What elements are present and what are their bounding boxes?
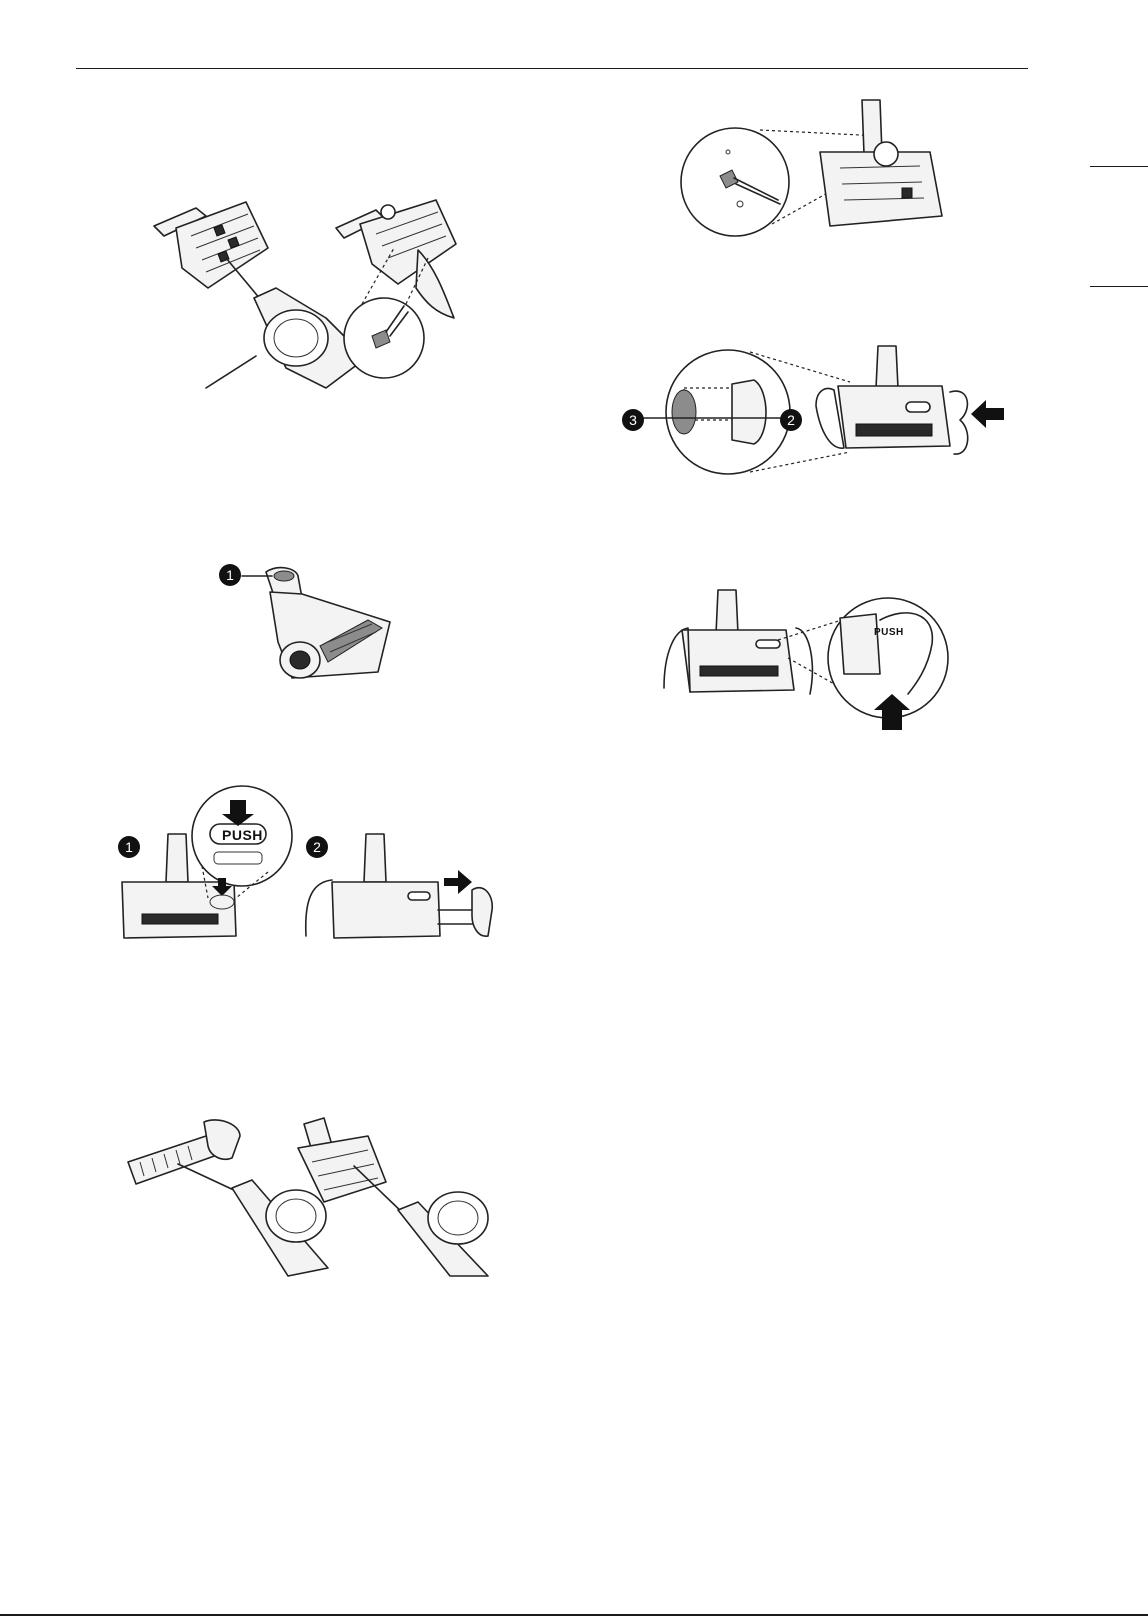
nozzle-illustration-right: [336, 200, 456, 378]
callout-marker-2: 2: [306, 836, 328, 858]
side-tab-mark-bottom: [1090, 286, 1148, 287]
push-label-large: PUSH: [222, 827, 263, 843]
callout-marker-1: 1: [219, 564, 241, 586]
figure-clean-brush-with-tool: [128, 1118, 508, 1276]
nozzle-illustration-left: [154, 202, 366, 388]
nozzle-cleaning-right: [298, 1118, 488, 1276]
side-tab-mark-top: [1090, 166, 1148, 167]
step-2-illustration: [306, 834, 493, 938]
callout-marker-1: 1: [118, 836, 140, 858]
footer-rule: [0, 1614, 1148, 1616]
callout-marker-3: 3: [622, 409, 644, 431]
push-label-small: PUSH: [874, 627, 904, 638]
step-1-illustration: [122, 786, 292, 938]
figure-reinsert-brush-push: [660, 584, 960, 730]
figure-push-release-brush: [118, 786, 498, 942]
figure-nozzle-latch: [218, 562, 398, 694]
figure-clean-nozzle-with-cloth: [136, 188, 486, 388]
figure-remove-debris-tweezers: [680, 96, 970, 246]
figure-brush-cap-alignment: [620, 340, 1005, 485]
header-rule: [76, 68, 1028, 69]
callout-marker-2: 2: [780, 409, 802, 431]
brush-cleaning-left: [128, 1120, 328, 1276]
